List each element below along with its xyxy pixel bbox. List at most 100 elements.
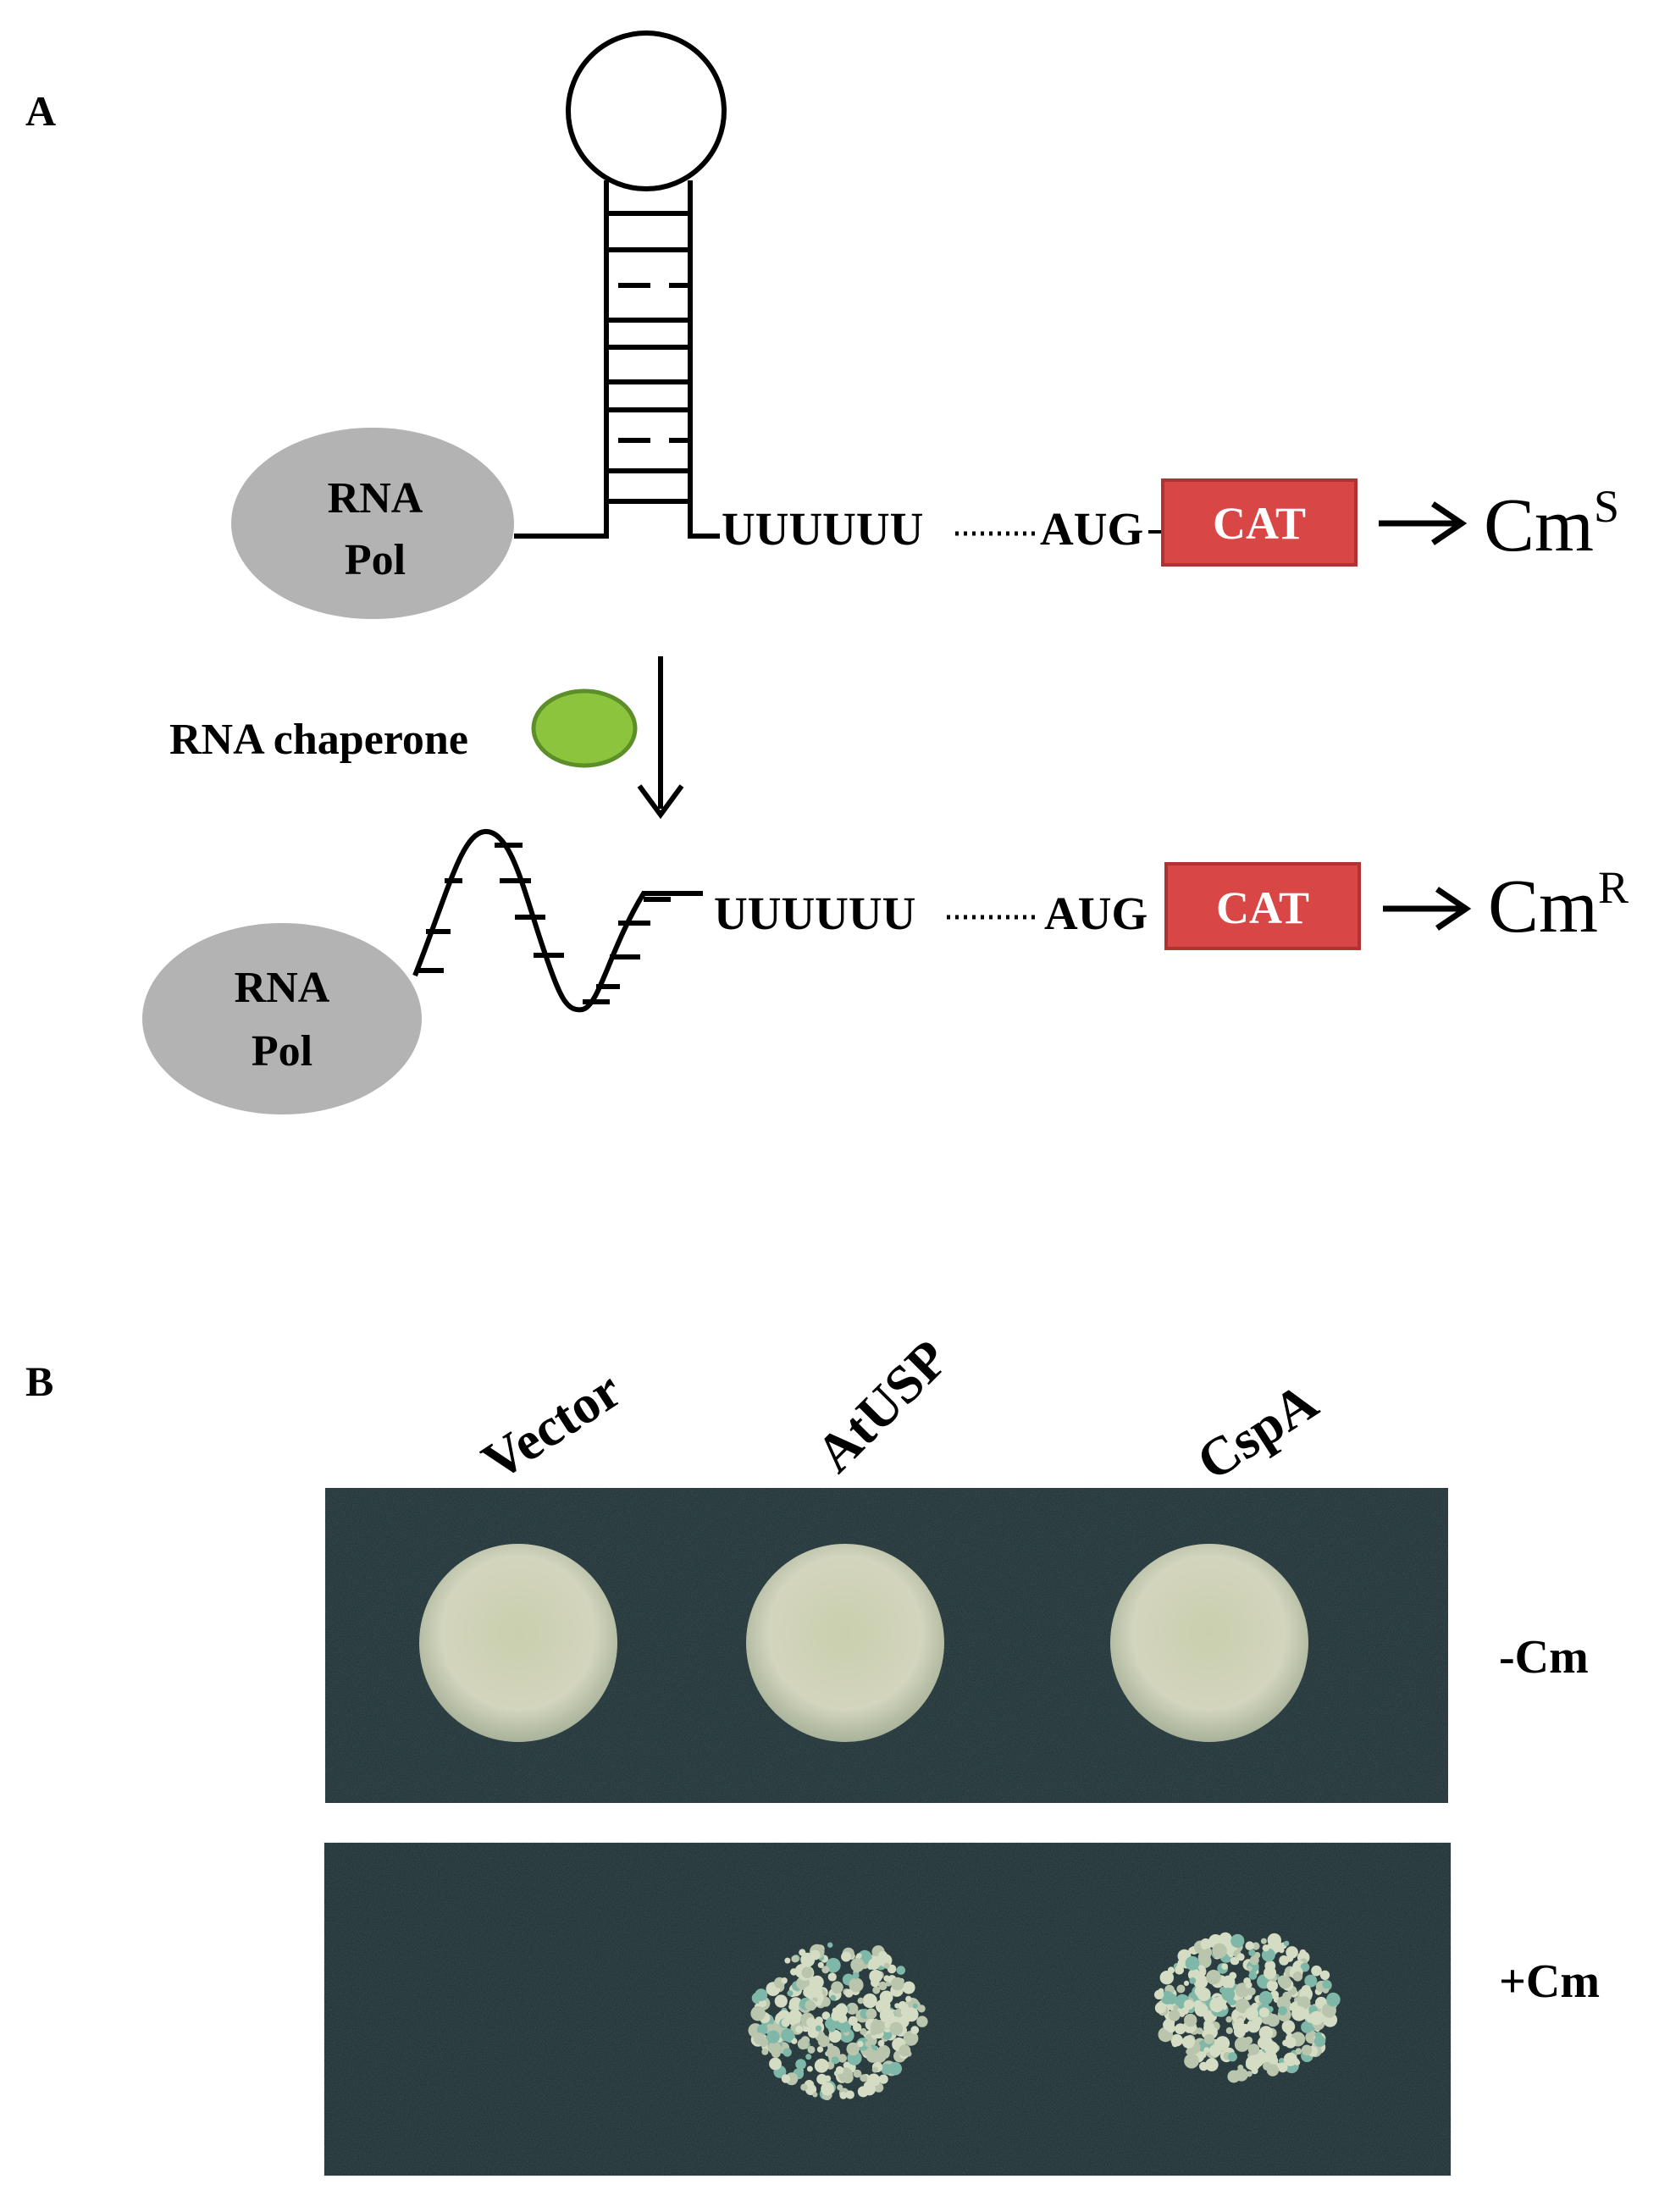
colony — [899, 2044, 911, 2057]
colony — [1246, 2071, 1253, 2077]
spot-cspa-minus-cm — [1110, 1544, 1308, 1742]
colony — [830, 1994, 837, 2001]
colony — [1181, 2035, 1195, 2049]
colony — [1299, 1949, 1307, 1956]
colony — [1183, 1980, 1190, 1986]
colony — [827, 1972, 837, 1982]
colony — [878, 2074, 888, 2084]
colony — [816, 2073, 827, 2085]
colony — [1214, 1996, 1226, 2010]
colony — [750, 2005, 766, 2021]
colony — [821, 2082, 834, 2096]
colony — [1184, 2013, 1197, 2027]
colony — [1249, 1955, 1259, 1966]
colony — [1175, 1965, 1184, 1975]
row-label-minus-cm: -Cm — [1499, 1631, 1589, 1684]
colony — [1154, 2002, 1166, 2014]
colony — [857, 2040, 864, 2048]
colony — [865, 2040, 871, 2048]
colony — [1173, 2005, 1179, 2010]
bottom-construct: RNA Pol UUUUUU AUG CAT CmR — [142, 829, 1629, 1114]
colony — [1194, 2003, 1208, 2017]
colony — [781, 2074, 791, 2083]
column-label-cspa: CspA — [1186, 1371, 1328, 1492]
cat-gene-bottom — [1164, 862, 1361, 950]
colony — [789, 2020, 796, 2026]
pol-top-line2: Pol — [345, 536, 406, 584]
colony — [781, 2018, 790, 2027]
colony — [839, 2092, 848, 2099]
colony — [817, 1961, 824, 1968]
colony — [805, 2054, 812, 2060]
colony — [846, 2042, 860, 2056]
cat-gene-top — [1161, 478, 1358, 567]
colony — [916, 2016, 928, 2027]
colony — [888, 2061, 902, 2076]
colony — [1194, 1985, 1207, 1998]
colony — [884, 2021, 891, 2029]
colony — [806, 2017, 816, 2027]
colony — [835, 2065, 844, 2075]
pol-bottom-line1: RNA — [235, 964, 330, 1012]
colonies-atusp-plus-cm — [748, 1942, 928, 2100]
colony — [1247, 2043, 1260, 2055]
colony — [1227, 2052, 1237, 2062]
colony — [1172, 2034, 1181, 2043]
colony — [1282, 1991, 1292, 2001]
colony — [865, 2049, 880, 2063]
colony — [850, 1958, 865, 1972]
terminator-hairpin — [514, 30, 727, 539]
arrow-right-icon — [1379, 501, 1468, 545]
cat-label-bottom: CAT — [1216, 882, 1309, 933]
pol-bottom-line2: Pol — [252, 1027, 312, 1076]
colony — [834, 2004, 849, 2017]
colony — [869, 1969, 882, 1983]
colony — [795, 2025, 803, 2033]
colony — [860, 2027, 867, 2036]
colony — [1199, 2061, 1208, 2071]
arrow-right-icon — [1383, 887, 1472, 931]
colony — [1278, 2006, 1287, 2016]
colony — [1245, 2006, 1258, 2021]
spot-vector-minus-cm — [419, 1544, 617, 1742]
row-label-plus-cm: +Cm — [1499, 1955, 1600, 2008]
colony — [797, 2038, 809, 2050]
pol-top-line1: RNA — [328, 474, 423, 523]
colony — [756, 2024, 768, 2035]
colony — [771, 2049, 781, 2058]
colony — [878, 1981, 888, 1991]
colony — [863, 2083, 876, 2096]
colony — [1266, 2014, 1280, 2027]
colony — [812, 2092, 818, 2098]
colony — [1258, 1991, 1273, 2005]
colony — [1266, 1980, 1278, 1992]
colony — [1247, 1966, 1253, 1971]
colony — [860, 2074, 868, 2082]
colony — [1264, 2041, 1279, 2055]
result-top-sup: S — [1594, 481, 1619, 532]
colony — [872, 1986, 881, 1994]
colony — [1235, 1998, 1250, 2014]
colony — [1230, 1956, 1239, 1966]
colony — [810, 1949, 817, 1956]
transition: RNA chaperone — [169, 656, 684, 820]
colony — [1230, 1933, 1245, 1948]
colony — [1200, 1938, 1211, 1949]
colony — [807, 2001, 816, 2011]
plate-minus-cm — [325, 1488, 1448, 1803]
colony — [816, 2025, 822, 2032]
colony — [1245, 1941, 1254, 1950]
colony — [828, 2029, 842, 2043]
colony — [1208, 2044, 1222, 2057]
colony — [1183, 1999, 1194, 2010]
colony — [1277, 2062, 1288, 2073]
colony — [784, 1957, 791, 1964]
colony — [1189, 1977, 1197, 1984]
colony — [827, 1942, 833, 1948]
colony — [857, 1997, 864, 2005]
colony — [755, 1988, 768, 2002]
top-construct: RNA Pol UUUUUU AUG CAT CmS — [231, 30, 1619, 619]
colony — [1322, 1980, 1330, 1989]
colony — [877, 2039, 885, 2047]
